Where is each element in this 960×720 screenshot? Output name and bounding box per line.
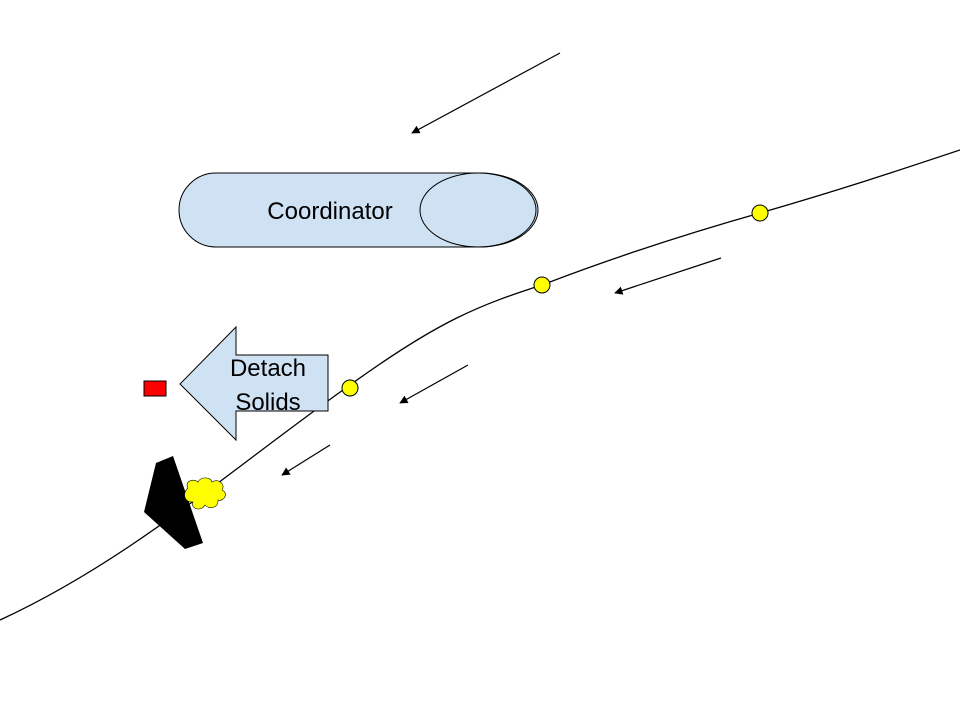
detach-arrow-shape [179, 325, 329, 442]
detach-solids-arrow: Detach Solids [179, 325, 329, 442]
particle-3 [341, 379, 359, 397]
flow-arrow-right [614, 257, 722, 295]
particle-2 [533, 276, 551, 294]
flow-arrow-lower [281, 444, 331, 476]
coordinator-cylinder: Coordinator [178, 172, 539, 248]
detach-label-line2: Solids [235, 389, 300, 416]
black-barrier [144, 456, 203, 549]
flow-arrow-top [411, 52, 561, 134]
solids-clump [184, 477, 226, 510]
particle-1 [751, 204, 769, 222]
detach-label-line1: Detach [230, 355, 306, 382]
red-marker [143, 380, 167, 397]
coordinator-end-cap [419, 172, 537, 248]
flow-arrow-middle [399, 364, 469, 404]
coordinator-label: Coordinator [267, 198, 392, 225]
